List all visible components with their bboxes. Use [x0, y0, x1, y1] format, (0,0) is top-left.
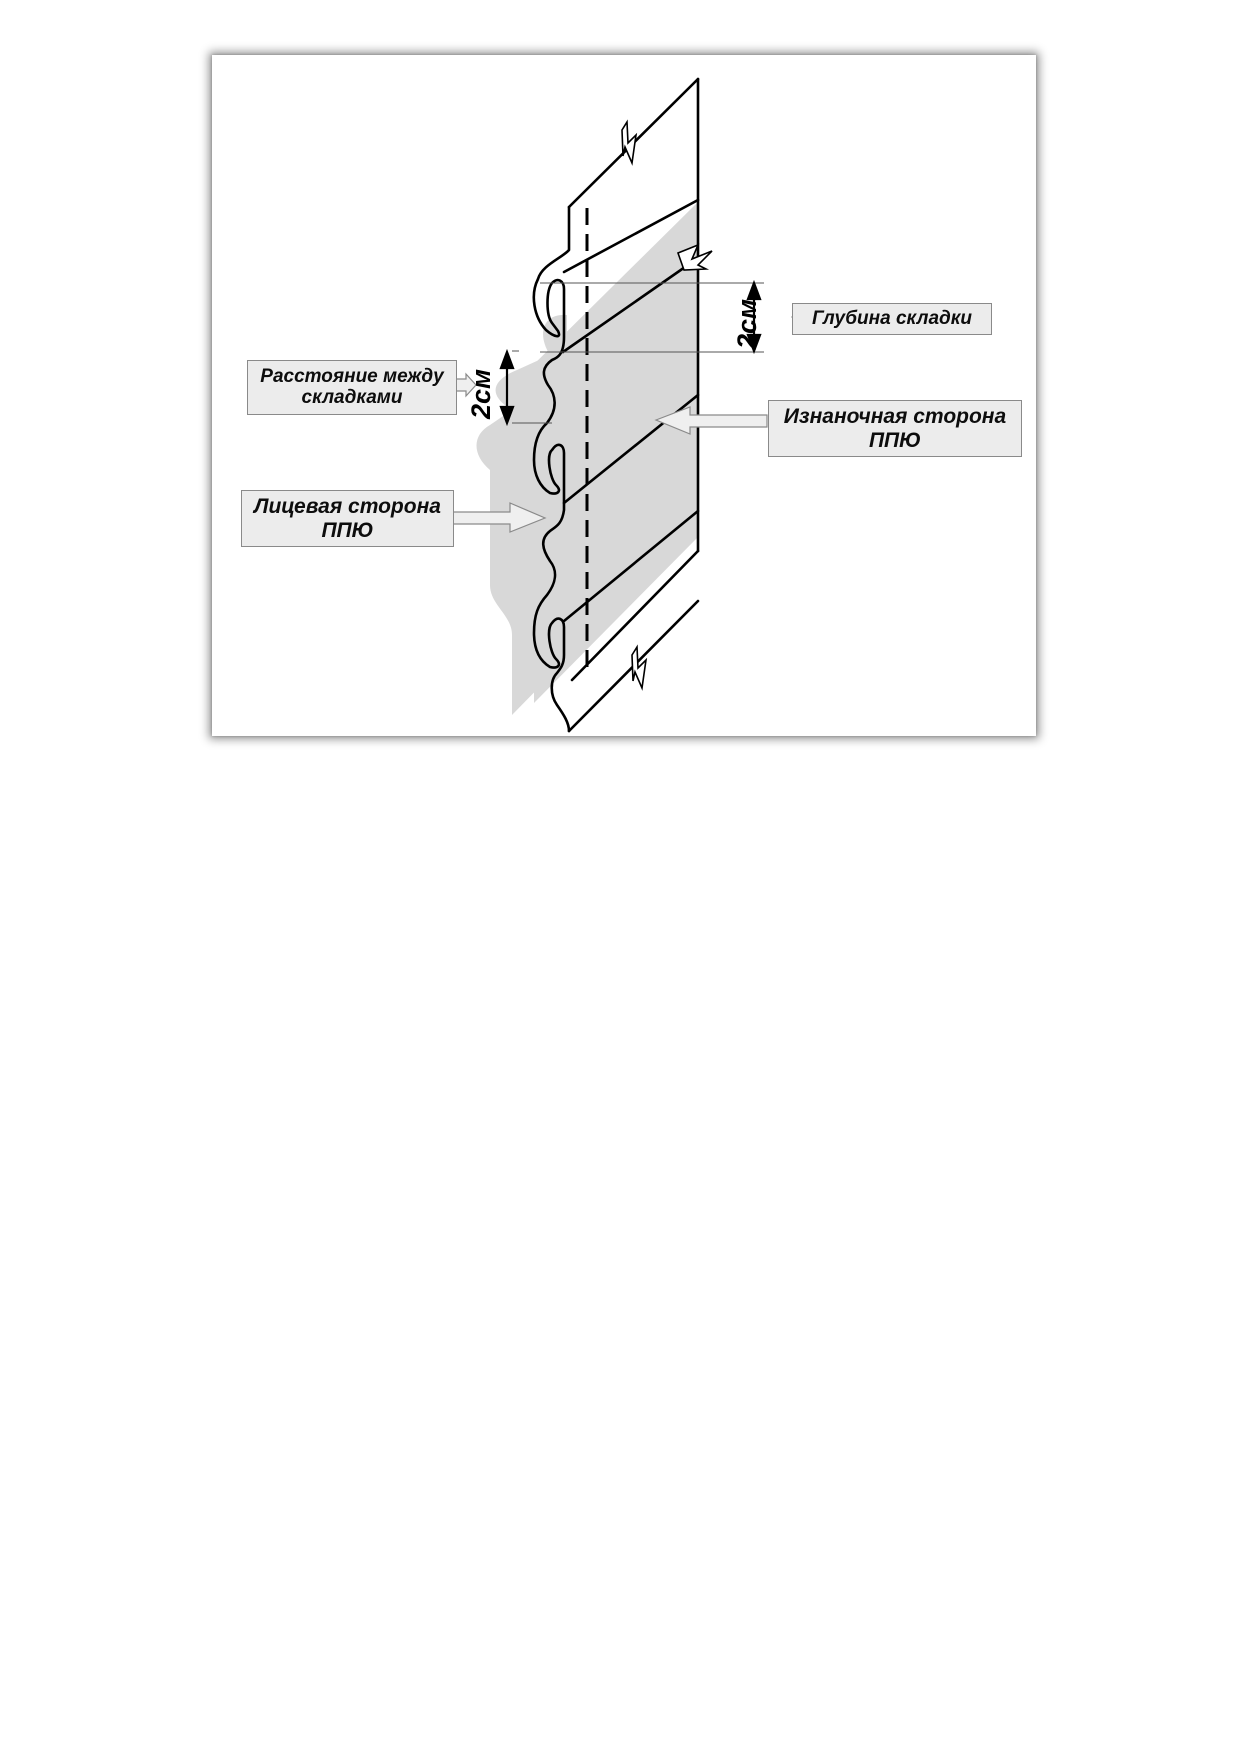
- break-mark-top: [621, 119, 638, 166]
- figure-frame: 2см 2см Глубина складки Расстояние между…: [212, 55, 1036, 736]
- distance-dimension: 2см: [466, 368, 496, 419]
- fold-depth-dimension: 2см: [732, 298, 762, 349]
- depth-dim-arrow-up: [746, 279, 762, 301]
- arrow-to-face-side: [449, 502, 547, 533]
- label-fold-depth: Глубина складки: [792, 303, 992, 335]
- bottom-edge-b: [570, 549, 700, 682]
- label-wrong-side: Изнаночная сторона ППЮ: [768, 400, 1022, 457]
- label-distance-line1: Расстояние между: [260, 365, 444, 387]
- label-face-side-line1: Лицевая сторона: [254, 495, 441, 519]
- dist-dim-arrow-down: [499, 405, 515, 427]
- break-mark-right: [676, 243, 713, 271]
- label-distance: Расстояние между складками: [247, 360, 457, 415]
- arrow-to-distance: [455, 372, 477, 398]
- dist-dim-arrow-up: [499, 348, 515, 370]
- break-mark-bottom: [631, 644, 648, 691]
- label-fold-depth-text: Глубина складки: [811, 307, 973, 329]
- label-wrong-side-line1: Изнаночная сторона: [783, 405, 1007, 429]
- fabric-back: [511, 81, 698, 703]
- label-face-side: Лицевая сторона ППЮ: [241, 490, 454, 547]
- arrow-to-wrong-side: [654, 406, 768, 435]
- fold-diagram: [449, 77, 831, 733]
- label-face-side-line2: ППЮ: [321, 518, 374, 542]
- label-distance-line2: складками: [301, 386, 403, 408]
- fold-profile: [532, 205, 571, 733]
- fold-line-2: [561, 256, 700, 354]
- depth-dim-arrow-down: [746, 333, 762, 355]
- label-wrong-side-line2: ППЮ: [868, 428, 922, 452]
